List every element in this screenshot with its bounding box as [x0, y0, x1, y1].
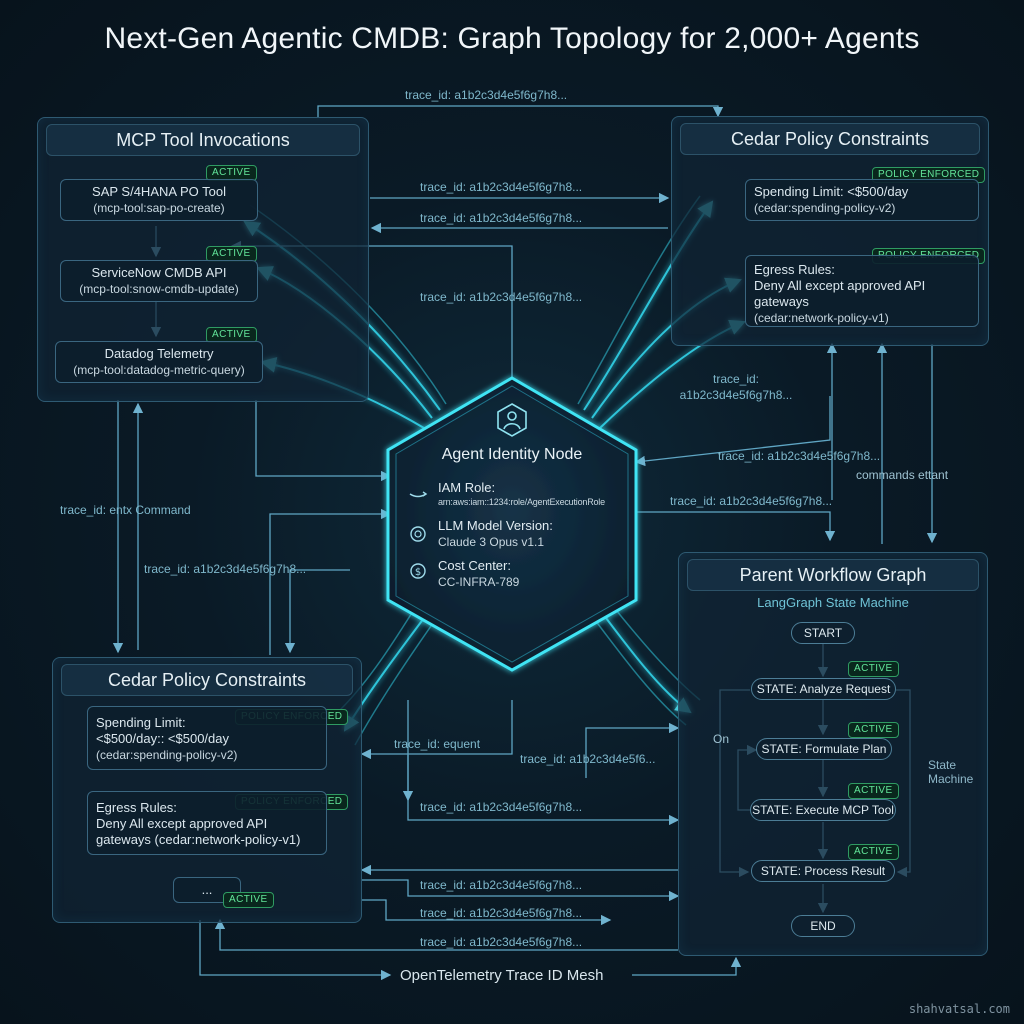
- policy-line: Spending Limit: <$500/day: [754, 184, 909, 199]
- tool-name: Datadog Telemetry: [104, 346, 214, 361]
- trace-label: trace_id: a1b2c3d4e5f6g7h8...: [420, 211, 583, 225]
- policy-card-egress[interactable]: Egress Rules: Deny All except approved A…: [87, 791, 327, 855]
- trace-label: trace_id: a1b2c3d4e5f6g7h8...: [420, 180, 583, 194]
- workflow-title: Parent Workflow Graph: [687, 559, 979, 591]
- policy-id: (cedar:network-policy-v1): [754, 311, 889, 325]
- trace-label: trace_id: a1b2c3d4e5f6g7h8...: [420, 878, 583, 892]
- policy-line: Egress Rules:: [754, 262, 835, 277]
- cedar-panel-title: Cedar Policy Constraints: [61, 664, 353, 696]
- trace-label: trace_id: a1b2c3d4e5f6g7h8...: [420, 906, 583, 920]
- tool-id: (mcp-tool:datadog-metric-query): [73, 363, 245, 377]
- policy-card-spending[interactable]: Spending Limit: <$500/day (cedar:spendin…: [745, 179, 979, 221]
- cedar-panel-title: Cedar Policy Constraints: [680, 123, 980, 155]
- status-badge: ACTIVE: [206, 246, 257, 262]
- policy-card-spending[interactable]: Spending Limit: <$500/day:: <$500/day (c…: [87, 706, 327, 770]
- iam-role-value: arn:aws:iam::1234:role/AgentExecutionRol…: [438, 497, 605, 507]
- policy-line: gateways: [754, 294, 809, 309]
- policy-line: gateways (cedar:network-policy-v1): [96, 832, 301, 847]
- trace-label: trace_id: equent: [394, 737, 481, 751]
- watermark: shahvatsal.com: [908, 1002, 1010, 1016]
- status-badge: ACTIVE: [223, 892, 274, 908]
- aws-icon: [409, 491, 428, 498]
- tool-card-sap[interactable]: SAP S/4HANA PO Tool (mcp-tool:sap-po-cre…: [60, 179, 258, 221]
- svg-text:$: $: [415, 567, 421, 578]
- llm-version-value: Claude 3 Opus v1.1: [438, 535, 545, 549]
- iam-role-label: IAM Role:: [438, 480, 496, 495]
- cost-center-value: CC-INFRA-789: [438, 575, 520, 589]
- state-execute-mcp-tool[interactable]: STATE: Execute MCP Tool: [750, 799, 896, 821]
- trace-label: trace_id: a1b2c3d4e5f6g7h8...: [420, 935, 583, 949]
- mcp-panel-title: MCP Tool Invocations: [46, 124, 360, 156]
- cedar-policy-panel-bottom: Cedar Policy Constraints POLICY ENFORCED…: [52, 657, 362, 923]
- tool-name: SAP S/4HANA PO Tool: [92, 184, 226, 199]
- policy-line: <$500/day:: <$500/day: [96, 731, 230, 746]
- status-badge: ACTIVE: [848, 844, 899, 860]
- cedar-policy-panel-top: Cedar Policy Constraints POLICY ENFORCED…: [671, 116, 989, 346]
- policy-card-egress[interactable]: Egress Rules: Deny All except approved A…: [745, 255, 979, 327]
- tool-card-servicenow[interactable]: ServiceNow CMDB API (mcp-tool:snow-cmdb-…: [60, 260, 258, 302]
- tool-card-datadog[interactable]: Datadog Telemetry (mcp-tool:datadog-metr…: [55, 341, 263, 383]
- tool-id: (mcp-tool:sap-po-create): [93, 201, 225, 215]
- state-analyze-request[interactable]: STATE: Analyze Request: [751, 678, 896, 700]
- policy-line: Spending Limit:: [96, 715, 186, 730]
- status-badge: ACTIVE: [848, 661, 899, 677]
- policy-line: Deny All except approved API: [754, 278, 926, 293]
- loop-label: On: [713, 732, 730, 746]
- tool-id: (mcp-tool:snow-cmdb-update): [79, 282, 239, 296]
- policy-line: Egress Rules:: [96, 800, 177, 815]
- trace-mesh-label: OpenTelemetry Trace ID Mesh: [400, 967, 604, 984]
- trace-label: trace_id: a1b2c3d4e5f6g7h8...: [718, 449, 881, 463]
- side-label: Machine: [928, 772, 974, 786]
- side-label: State: [928, 758, 957, 772]
- trace-label: trace_id: a1b2c3d4e5f6...: [520, 752, 656, 766]
- workflow-subtitle: LangGraph State Machine: [757, 595, 909, 610]
- status-badge: ACTIVE: [848, 783, 899, 799]
- cost-center-label: Cost Center:: [438, 558, 511, 573]
- trace-label: trace_id: a1b2c3d4e5f6g7h8...: [420, 290, 583, 304]
- tool-name: ServiceNow CMDB API: [91, 265, 227, 280]
- trace-label: trace_id: entx Command: [60, 503, 191, 517]
- page-title: Next-Gen Agentic CMDB: Graph Topology fo…: [104, 22, 920, 55]
- cost-icon: $: [410, 563, 426, 579]
- trace-label: trace_id: a1b2c3d4e5f6g7h8...: [670, 494, 833, 508]
- trace-label: trace_id:: [712, 372, 760, 386]
- trace-label: trace_id: a1b2c3d4e5f6g7h8...: [405, 88, 568, 102]
- policy-line: Deny All except approved API: [96, 816, 268, 831]
- agent-identity-icon: [497, 403, 527, 437]
- llm-icon: [410, 526, 426, 542]
- state-start[interactable]: START: [791, 622, 855, 644]
- trace-label: a1b2c3d4e5f6g7h8...: [679, 388, 793, 402]
- mcp-tools-panel: MCP Tool Invocations ACTIVE SAP S/4HANA …: [37, 117, 369, 402]
- state-end[interactable]: END: [791, 915, 855, 937]
- state-formulate-plan[interactable]: STATE: Formulate Plan: [756, 738, 892, 760]
- commands-label: commands ettant: [856, 468, 949, 482]
- trace-label: trace_id: a1b2c3d4e5f6g7h8...: [420, 800, 583, 814]
- policy-id: (cedar:spending-policy-v2): [96, 748, 238, 762]
- policy-id: (cedar:spending-policy-v2): [754, 201, 896, 215]
- status-badge: ACTIVE: [848, 722, 899, 738]
- trace-label: trace_id: a1b2c3d4e5f6g7h8...: [144, 562, 307, 576]
- agent-node-title: Agent Identity Node: [441, 446, 583, 463]
- llm-version-label: LLM Model Version:: [438, 518, 553, 533]
- state-process-result[interactable]: STATE: Process Result: [751, 860, 895, 882]
